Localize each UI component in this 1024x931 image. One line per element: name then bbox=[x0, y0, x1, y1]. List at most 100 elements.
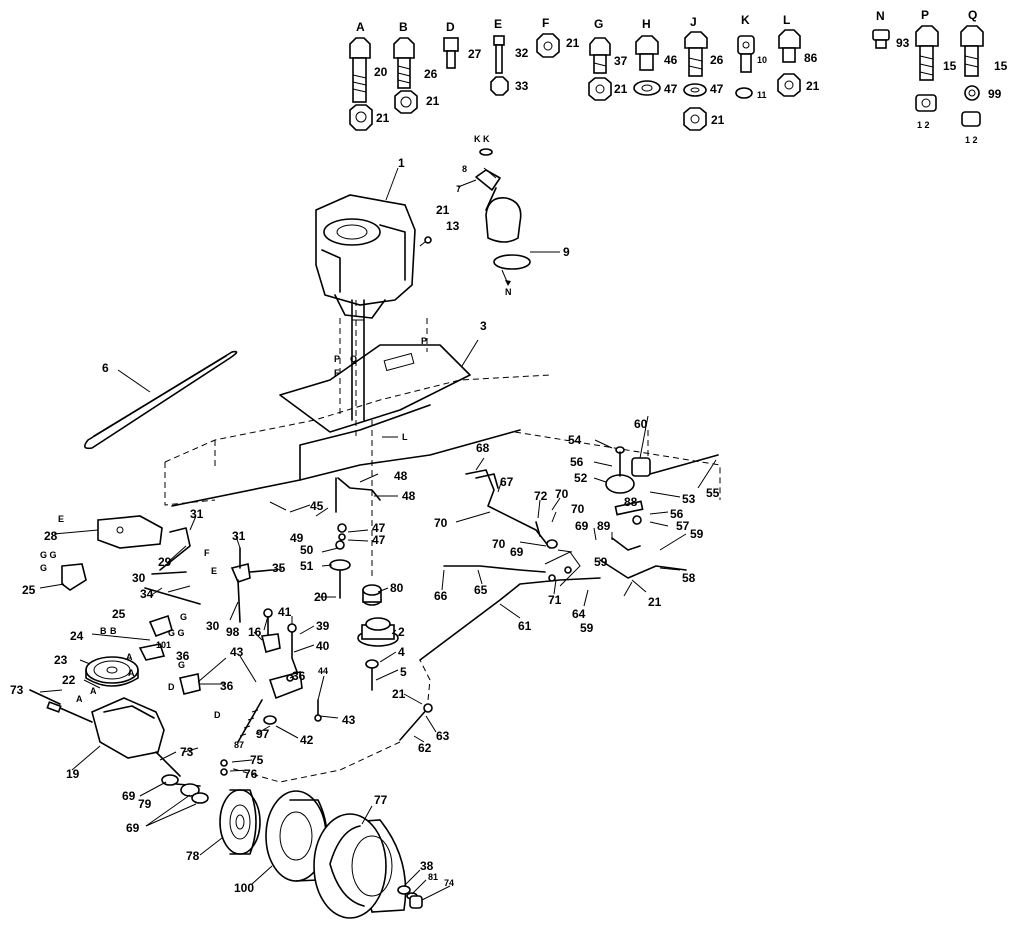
rear-wheel-assembly bbox=[219, 789, 423, 919]
callout-43-b: 43 bbox=[342, 713, 356, 727]
callout-38: 38 bbox=[420, 859, 434, 873]
callout-e-b: E bbox=[211, 566, 217, 576]
callout-36-a: 36 bbox=[176, 649, 190, 663]
callout-25-a: 25 bbox=[22, 583, 36, 597]
callout-g-c: G bbox=[178, 660, 185, 670]
callout-47-b: 47 bbox=[372, 533, 386, 547]
callout-31-a: 31 bbox=[190, 507, 204, 521]
fastener-a-letter: A bbox=[356, 20, 365, 34]
callout-16: 16 bbox=[248, 625, 262, 639]
fastener-p-bolt-icon bbox=[915, 25, 939, 112]
engine-assembly bbox=[315, 194, 416, 421]
fastener-b-part-2: 21 bbox=[426, 94, 440, 108]
callout-89: 89 bbox=[597, 519, 611, 533]
callout-73-a: 73 bbox=[10, 683, 24, 697]
fastener-k-screw-icon bbox=[735, 35, 755, 99]
callout-l: L bbox=[402, 432, 408, 442]
callout-59-c: 59 bbox=[580, 621, 594, 635]
callout-20: 20 bbox=[314, 590, 328, 604]
callout-45: 45 bbox=[310, 499, 324, 513]
callout-21-b: 21 bbox=[648, 595, 662, 609]
drive-belt bbox=[84, 350, 238, 450]
fastener-b-part-1: 26 bbox=[424, 67, 438, 81]
callout-62: 62 bbox=[418, 741, 432, 755]
fastener-d-letter: D bbox=[446, 20, 455, 34]
idler-linkage bbox=[237, 608, 322, 743]
fastener-g-letter: G bbox=[594, 17, 603, 31]
callout-39: 39 bbox=[316, 619, 330, 633]
callout-97: 97 bbox=[256, 727, 270, 741]
callout-53: 53 bbox=[682, 492, 696, 506]
fastener-l-bolt-icon bbox=[777, 29, 801, 97]
fastener-f-part-1: 21 bbox=[566, 36, 580, 50]
callout-7: 7 bbox=[456, 184, 461, 194]
fastener-b-letter: B bbox=[399, 20, 408, 34]
fastener-k-part-2: 11 bbox=[757, 90, 767, 100]
callout-d-b: D bbox=[214, 710, 221, 720]
fastener-n-screw-icon bbox=[872, 29, 890, 49]
fastener-p-part-2: 1 2 bbox=[917, 120, 930, 130]
callout-44: 44 bbox=[318, 666, 328, 676]
callout-57: 57 bbox=[676, 519, 690, 533]
fastener-f-nut-icon bbox=[536, 33, 560, 58]
fastener-q-part-1: 15 bbox=[994, 59, 1008, 73]
callout-60: 60 bbox=[634, 417, 648, 431]
fastener-e-bolt-icon bbox=[490, 35, 509, 96]
callout-36-c: 36 bbox=[292, 669, 306, 683]
callout-q: Q bbox=[350, 354, 357, 364]
callout-5: 5 bbox=[400, 665, 407, 679]
fastener-p-letter: P bbox=[921, 8, 929, 22]
transaxle bbox=[29, 689, 228, 804]
callout-41: 41 bbox=[278, 605, 292, 619]
fastener-j-part-3: 21 bbox=[711, 113, 725, 127]
callout-3: 3 bbox=[480, 319, 487, 333]
callout-100: 100 bbox=[234, 881, 254, 895]
fastener-q-part-2: 99 bbox=[988, 87, 1002, 101]
callout-75: 75 bbox=[250, 753, 264, 767]
callout-f-b: F bbox=[204, 548, 210, 558]
callout-1: 1 bbox=[398, 156, 405, 170]
fastener-n-part-1: 93 bbox=[896, 36, 910, 50]
callout-63: 63 bbox=[436, 729, 450, 743]
fastener-h-part-2: 47 bbox=[664, 82, 678, 96]
callout-21-a: 21 bbox=[436, 203, 450, 217]
callout-64: 64 bbox=[572, 607, 586, 621]
fastener-h-part-1: 46 bbox=[664, 53, 678, 67]
callout-g-g-b: G G bbox=[168, 628, 185, 638]
fastener-l-part-2: 21 bbox=[806, 79, 820, 93]
leader-lines bbox=[39, 167, 717, 901]
main-frame bbox=[164, 344, 721, 507]
callout-56-a: 56 bbox=[570, 455, 584, 469]
callout-58: 58 bbox=[682, 571, 696, 585]
callout-68: 68 bbox=[476, 441, 490, 455]
callout-34: 34 bbox=[140, 587, 154, 601]
callout-p-b: P bbox=[334, 354, 340, 364]
callout-30-b: 30 bbox=[206, 619, 220, 633]
callout-n: N bbox=[505, 287, 512, 297]
callout-g-b: G bbox=[180, 612, 187, 622]
callout-77: 77 bbox=[374, 793, 388, 807]
fastener-h-bolt-icon bbox=[633, 35, 661, 96]
fastener-b-bolt-icon bbox=[393, 37, 418, 114]
fastener-a-part-1: 20 bbox=[374, 65, 388, 79]
callout-50: 50 bbox=[300, 543, 314, 557]
callout-29: 29 bbox=[158, 555, 172, 569]
fastener-q-part-3: 1 2 bbox=[965, 135, 978, 145]
callout-52: 52 bbox=[574, 471, 588, 485]
callout-b-a: B bbox=[100, 626, 107, 636]
fastener-e-part-1: 32 bbox=[515, 46, 529, 60]
fastener-f-letter: F bbox=[542, 16, 549, 30]
fastener-g-bolt-icon bbox=[588, 37, 612, 101]
callout-61: 61 bbox=[518, 619, 532, 633]
shift-lever bbox=[465, 469, 558, 549]
callout-55: 55 bbox=[706, 486, 720, 500]
brake-spring bbox=[229, 659, 433, 783]
callout-80: 80 bbox=[390, 581, 404, 595]
fastener-n-letter: N bbox=[876, 9, 885, 23]
fastener-e-part-2: 33 bbox=[515, 79, 529, 93]
callout-30-a: 30 bbox=[132, 571, 146, 585]
callout-21-c: 21 bbox=[392, 687, 406, 701]
callout-9: 9 bbox=[563, 245, 570, 259]
callout-d-a: D bbox=[168, 682, 175, 692]
